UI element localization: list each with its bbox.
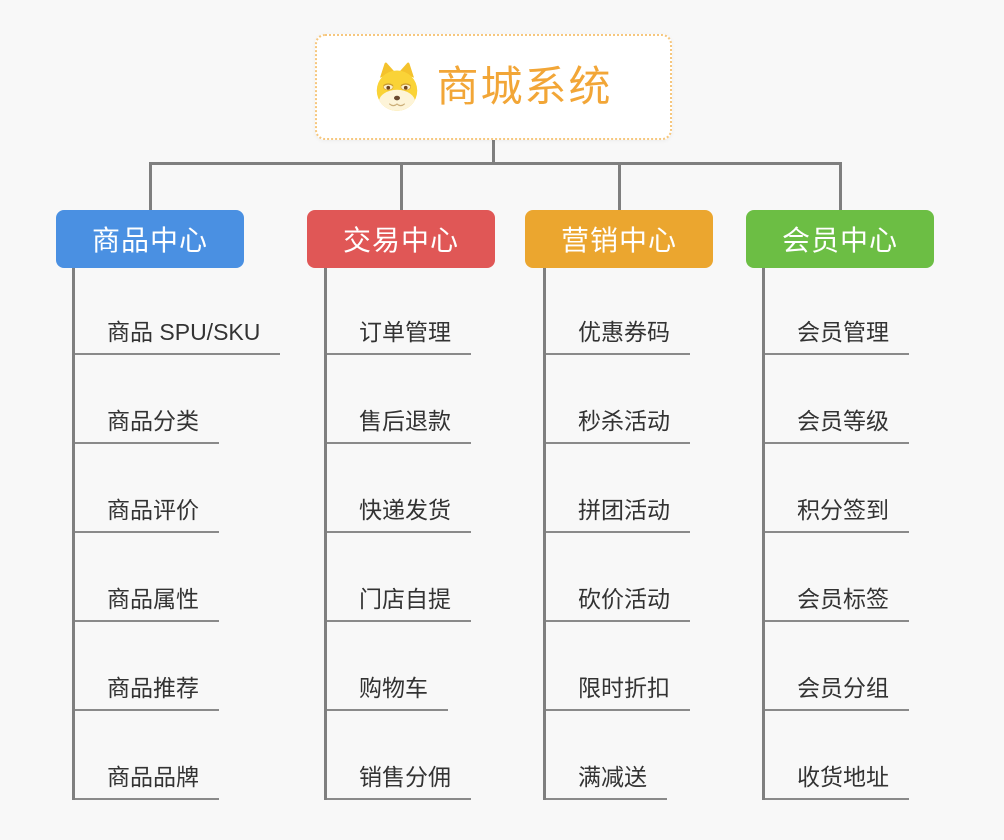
child-node[interactable]: 优惠券码 [546, 266, 690, 355]
child-node[interactable]: 门店自提 [327, 533, 471, 622]
branch-node-marketing[interactable]: 营销中心 [525, 210, 713, 268]
branch-children-member: 会员管理 会员等级 积分签到 会员标签 会员分组 收货地址 [762, 266, 909, 800]
child-node[interactable]: 销售分佣 [327, 711, 471, 800]
connector-root-stub [492, 140, 495, 164]
connector-drop-trade [400, 162, 403, 210]
root-node[interactable]: 商城系统 [315, 34, 672, 140]
child-node[interactable]: 拼团活动 [546, 444, 690, 533]
child-node[interactable]: 秒杀活动 [546, 355, 690, 444]
child-node[interactable]: 商品 SPU/SKU [75, 266, 281, 355]
branch-children-product: 商品 SPU/SKU 商品分类 商品评价 商品属性 商品推荐 商品品牌 [72, 266, 281, 800]
child-node[interactable]: 商品品牌 [75, 711, 219, 800]
connector-bus [149, 162, 842, 165]
child-node[interactable]: 商品评价 [75, 444, 219, 533]
connector-drop-marketing [618, 162, 621, 210]
child-node[interactable]: 订单管理 [327, 266, 471, 355]
child-node[interactable]: 会员管理 [765, 266, 909, 355]
child-node[interactable]: 砍价活动 [546, 533, 690, 622]
child-node[interactable]: 积分签到 [765, 444, 909, 533]
child-node[interactable]: 收货地址 [765, 711, 909, 800]
doge-icon [377, 62, 418, 111]
child-node[interactable]: 会员等级 [765, 355, 909, 444]
branch-node-member[interactable]: 会员中心 [746, 210, 934, 268]
child-node[interactable]: 限时折扣 [546, 622, 690, 711]
connector-drop-member [839, 162, 842, 210]
branch-node-trade[interactable]: 交易中心 [307, 210, 495, 268]
child-node[interactable]: 售后退款 [327, 355, 471, 444]
child-node[interactable]: 满减送 [546, 711, 667, 800]
child-node[interactable]: 会员分组 [765, 622, 909, 711]
branch-children-trade: 订单管理 售后退款 快递发货 门店自提 购物车 销售分佣 [324, 266, 471, 800]
branch-node-product[interactable]: 商品中心 [56, 210, 244, 268]
connector-drop-product [149, 162, 152, 210]
child-node[interactable]: 商品推荐 [75, 622, 219, 711]
child-node[interactable]: 快递发货 [327, 444, 471, 533]
branch-children-marketing: 优惠券码 秒杀活动 拼团活动 砍价活动 限时折扣 满减送 [543, 266, 690, 800]
child-node[interactable]: 商品属性 [75, 533, 219, 622]
child-node[interactable]: 会员标签 [765, 533, 909, 622]
root-title: 商城系统 [436, 63, 613, 110]
child-node[interactable]: 购物车 [327, 622, 448, 711]
child-node[interactable]: 商品分类 [75, 355, 219, 444]
